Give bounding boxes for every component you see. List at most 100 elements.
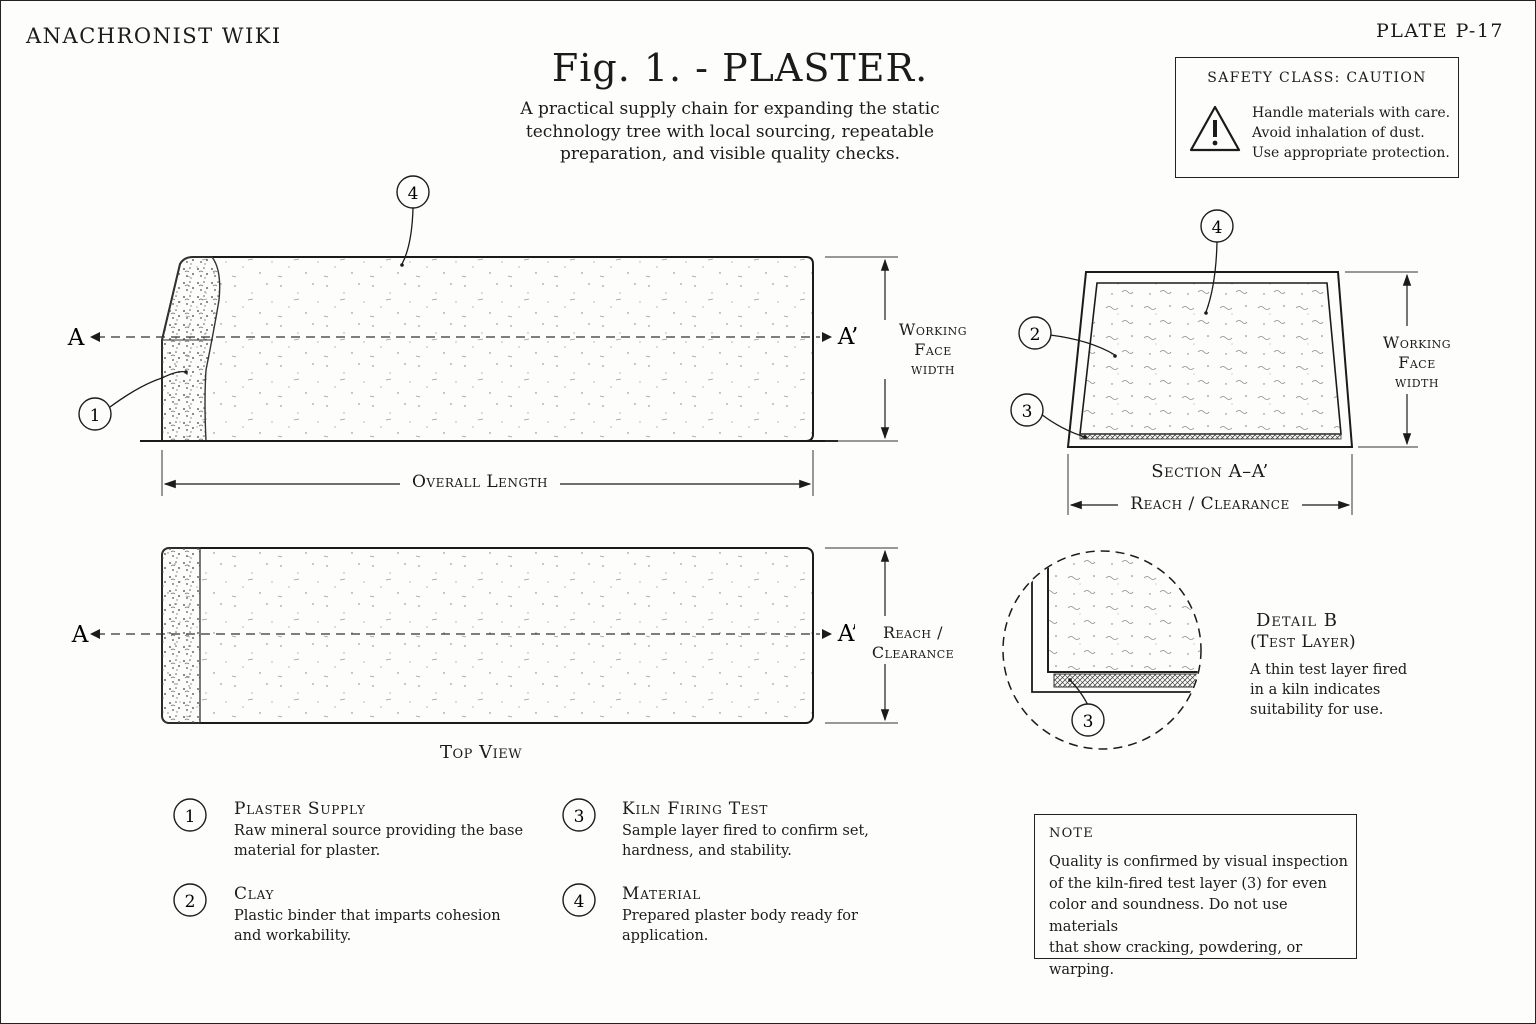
label-line: Face: [1398, 352, 1436, 372]
detail-description: A thin test layer fired in a kiln indica…: [1250, 660, 1407, 720]
label-line: Working: [898, 320, 968, 339]
section-arrow-right: [822, 332, 832, 342]
legend-description: Plastic binder that imparts cohesion and…: [234, 906, 534, 946]
subtitle-line: A practical supply chain for expanding t…: [520, 99, 940, 119]
legend-badge-4: 4: [562, 883, 596, 917]
safety-title: SAFETY CLASS: CAUTION: [1207, 70, 1427, 86]
legend-badge-1: 1: [173, 798, 207, 832]
section-view: [1066, 271, 1354, 448]
legend-title: Clay: [234, 884, 275, 904]
figure-subtitle: A practical supply chain for expanding t…: [500, 98, 960, 166]
subtitle-line: technology tree with local sourcing, rep…: [525, 121, 935, 142]
section-mark-a-prime: A’: [837, 324, 859, 350]
site-name: ANACHRONIST WIKI: [26, 24, 282, 48]
safety-line: Use appropriate protection.: [1252, 145, 1450, 161]
top-view-label: Top View: [439, 742, 523, 763]
legend-description: Prepared plaster body ready for applicat…: [622, 906, 922, 946]
legend-line: and workability.: [234, 928, 352, 944]
callout-4-section: 4: [1200, 209, 1234, 315]
legend-item-material: Material Prepared plaster body ready for…: [622, 884, 922, 946]
section-mark-a: A: [67, 325, 85, 351]
note-body: Quality is confirmed by visual inspectio…: [1049, 852, 1349, 981]
section-test-layer: [1079, 433, 1342, 440]
legend-line: Prepared plaster body ready for: [622, 908, 858, 924]
svg-text:3: 3: [574, 807, 585, 827]
legend-title: Kiln Firing Test: [622, 799, 769, 819]
note-title: NOTE: [1049, 826, 1094, 841]
top-view-body: [161, 547, 814, 724]
label-line: Reach /: [882, 623, 943, 642]
callout-1-side: 1: [78, 370, 188, 431]
legend-description: Raw mineral source providing the base ma…: [234, 821, 534, 861]
section-clay-body: [1079, 282, 1342, 435]
legend-line: Raw mineral source providing the base: [234, 823, 524, 839]
top-width-label: Reach / Clearance: [855, 623, 971, 662]
section-arrow-right: [822, 629, 832, 639]
legend-line: material for plaster.: [234, 843, 381, 859]
section-width-label: Reach / Clearance: [1130, 494, 1290, 514]
callout-2-section: 2: [1018, 316, 1117, 358]
side-view-body: [161, 256, 814, 442]
svg-text:2: 2: [185, 892, 196, 912]
section-mark-a-prime: A’: [837, 621, 859, 647]
plaster-supply-end: [161, 256, 221, 442]
section-height-dimension: [1345, 271, 1418, 448]
detail-title: Detail B: [1256, 610, 1338, 631]
top-width-dimension: [825, 547, 898, 724]
safety-line: Handle materials with care.: [1252, 105, 1451, 121]
section-arrow-left: [90, 629, 100, 639]
svg-text:4: 4: [1212, 218, 1223, 238]
top-view: [161, 547, 814, 724]
legend-description: Sample layer fired to confirm set, hardn…: [622, 821, 922, 861]
svg-text:2: 2: [1030, 325, 1041, 345]
warning-triangle-icon: [1189, 105, 1241, 152]
svg-text:4: 4: [408, 184, 419, 204]
svg-text:3: 3: [1022, 402, 1033, 422]
section-mark-a: A: [71, 622, 89, 648]
label-line: Face: [914, 339, 952, 359]
detail-b-view: [1002, 550, 1202, 750]
legend-item-clay: Clay Plastic binder that imparts cohesio…: [234, 884, 534, 946]
overall-length-label: Overall Length: [411, 472, 548, 492]
legend-item-kiln-firing-test: Kiln Firing Test Sample layer fired to c…: [622, 799, 922, 861]
side-height-label: Working Face width: [876, 320, 990, 379]
svg-text:1: 1: [90, 406, 101, 426]
subtitle-line: preparation, and visible quality checks.: [559, 144, 901, 164]
label-line: width: [1395, 372, 1439, 391]
detail-subtitle: (Test Layer): [1250, 632, 1357, 652]
side-view: [140, 256, 838, 442]
callout-3-section: 3: [1010, 393, 1087, 439]
svg-text:3: 3: [1083, 712, 1094, 732]
label-line: width: [911, 359, 955, 378]
callout-3-detail: 3: [1068, 678, 1105, 737]
legend-title: Material: [622, 884, 701, 904]
legend-line: Sample layer fired to confirm set,: [622, 823, 869, 839]
overall-length-dimension: [161, 450, 814, 496]
detail-line: in a kiln indicates: [1250, 682, 1381, 698]
svg-text:4: 4: [574, 892, 585, 912]
section-width-dimension: [1067, 454, 1353, 515]
note-line: Quality is confirmed by visual inspectio…: [1049, 854, 1348, 870]
section-arrow-left: [90, 332, 100, 342]
legend-badge-2: 2: [173, 883, 207, 917]
section-view-label: Section A–A’: [1151, 461, 1269, 482]
safety-line: Avoid inhalation of dust.: [1252, 125, 1425, 141]
detail-line: suitability for use.: [1250, 702, 1384, 718]
figure-title: Fig. 1. - PLASTER.: [551, 46, 929, 90]
callout-4-side: 4: [396, 175, 430, 267]
legend-line: application.: [622, 928, 709, 944]
legend-badge-3: 3: [562, 798, 596, 832]
svg-text:1: 1: [185, 807, 196, 827]
label-line: Working: [1382, 333, 1452, 352]
legend-item-plaster-supply: Plaster Supply Raw mineral source provid…: [234, 799, 534, 861]
legend-title: Plaster Supply: [234, 799, 366, 819]
detail-line: A thin test layer fired: [1250, 662, 1408, 678]
safety-box: SAFETY CLASS: CAUTION Handle materials w…: [1175, 57, 1459, 178]
label-line: Clearance: [871, 642, 955, 662]
safety-lines: Handle materials with care. Avoid inhala…: [1252, 103, 1450, 163]
note-line: that show cracking, powdering, or warpin…: [1049, 940, 1303, 978]
section-height-label: Working Face width: [1362, 333, 1472, 392]
plate-id: PLATE P-17: [1375, 20, 1504, 42]
note-box: NOTE Quality is confirmed by visual insp…: [1034, 814, 1357, 978]
legend-line: hardness, and stability.: [622, 843, 792, 859]
